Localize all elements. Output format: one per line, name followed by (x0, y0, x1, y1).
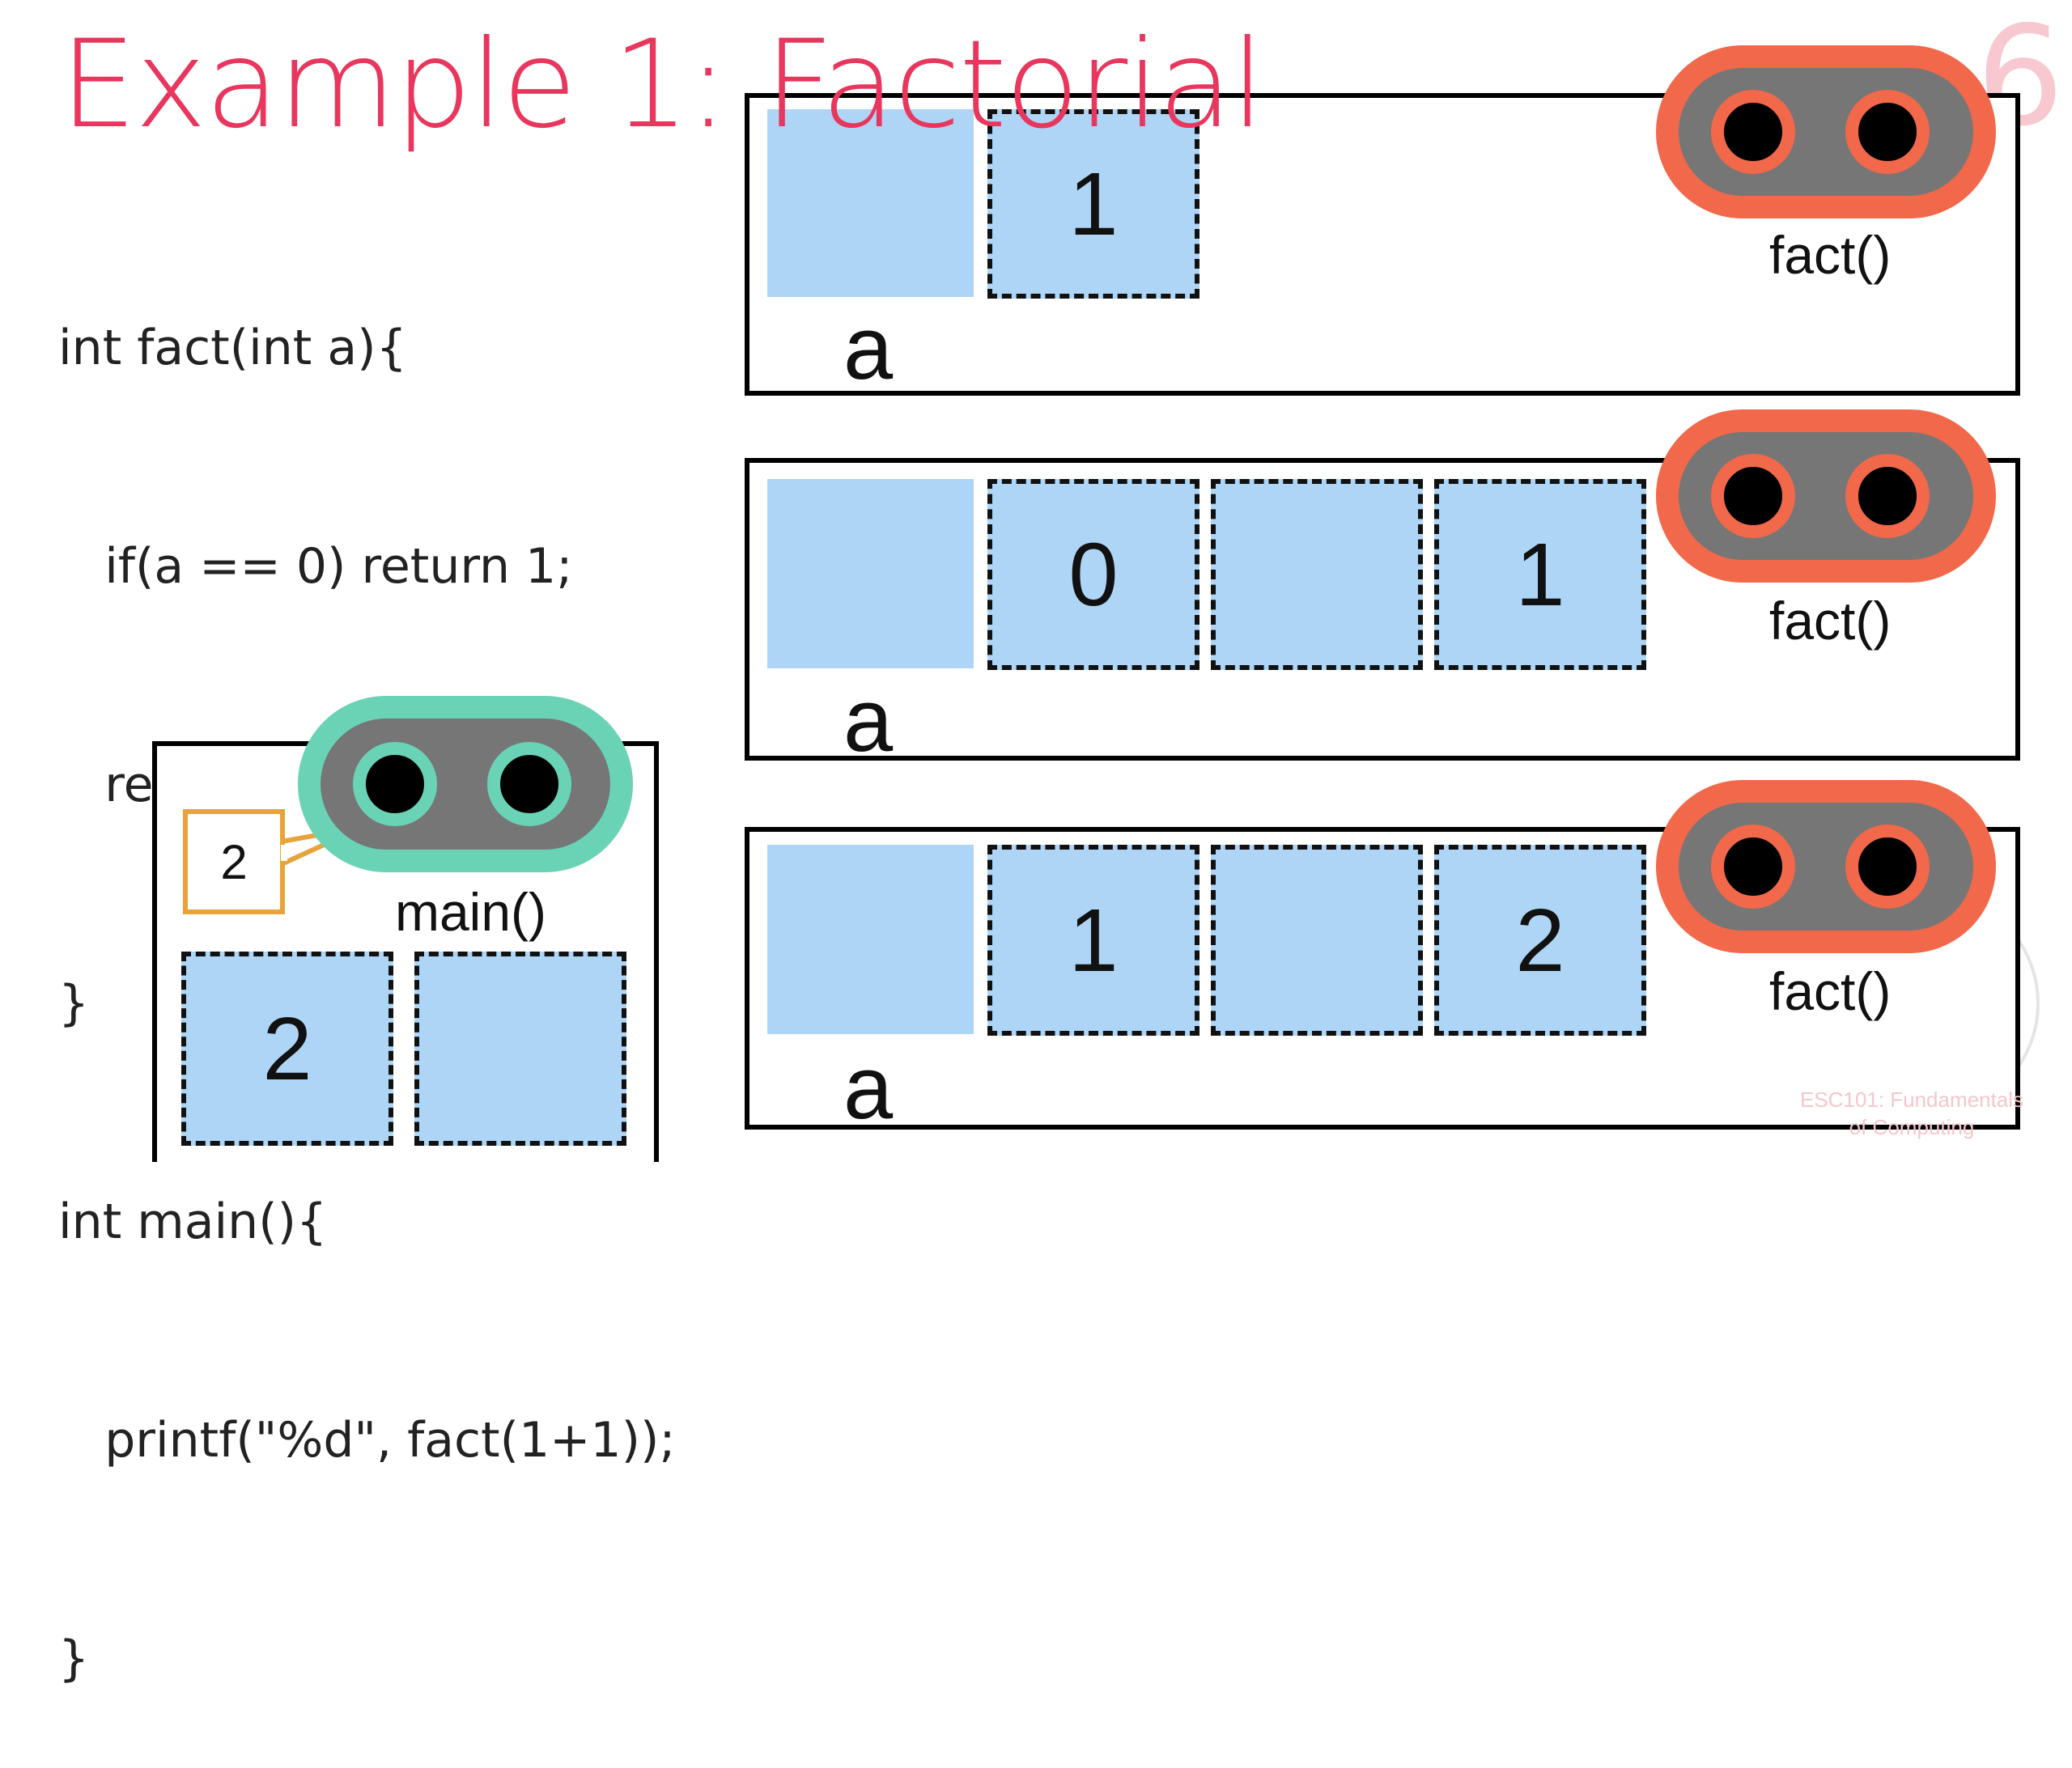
code-line: } (58, 1630, 90, 1687)
main-robot-icon (298, 696, 633, 872)
memory-cell: 2 (181, 952, 393, 1146)
course-watermark: ESC101: Fundamentals of Computing (1800, 1086, 2023, 1141)
code-line: int fact(int a){ (58, 320, 407, 376)
cell-value: 1 (1068, 890, 1119, 990)
code-line: printf("%d", fact(1+1)); (58, 1412, 676, 1469)
robot-eye-icon (1711, 90, 1795, 174)
robot-eye-icon (353, 742, 437, 826)
memory-cell: 0 (987, 479, 1199, 670)
cell-value: 1 (1068, 154, 1119, 254)
return-value-bubble: 2 (183, 809, 285, 914)
code-line: } (58, 975, 90, 1032)
robot-eye-icon (1711, 825, 1795, 909)
function-name: fact() (1769, 961, 1892, 1021)
watermark-line: ESC101: Fundamentals (1799, 1088, 2023, 1112)
memory-cell: 1 (1434, 479, 1646, 670)
memory-cell: 1 (987, 845, 1199, 1036)
robot-eye-icon (487, 742, 571, 826)
cell-value: 2 (1515, 890, 1565, 990)
robot-eye-icon (1845, 825, 1930, 909)
robot-eye-icon (1711, 454, 1795, 538)
memory-cell (767, 845, 974, 1034)
variable-label: a (843, 299, 894, 398)
function-name: main() (395, 882, 547, 942)
memory-cell (1211, 479, 1423, 670)
robot-eye-icon (1845, 90, 1930, 174)
fact-robot-icon (1656, 409, 1996, 583)
fact-robot-icon (1656, 780, 1996, 953)
function-name: fact() (1769, 225, 1892, 285)
memory-cell (1211, 845, 1423, 1036)
memory-cell (414, 952, 626, 1146)
cell-value: 0 (1068, 524, 1119, 625)
code-line: int main(){ (58, 1194, 328, 1250)
variable-label: a (843, 1038, 894, 1138)
cell-value: 1 (1515, 524, 1565, 625)
fact-robot-icon (1656, 45, 1996, 218)
slide-title: Example 1: Factorial (60, 15, 1265, 155)
memory-cell: 2 (1434, 845, 1646, 1036)
code-line: if(a == 0) return 1; (58, 538, 573, 595)
watermark-line: of Computing (1849, 1115, 1975, 1139)
memory-cell (767, 479, 974, 668)
variable-label: a (843, 671, 894, 770)
function-name: fact() (1769, 591, 1892, 651)
memory-cell: 1 (987, 109, 1199, 299)
cell-value: 2 (262, 998, 312, 1099)
memory-cell (767, 109, 974, 297)
robot-eye-icon (1845, 454, 1930, 538)
